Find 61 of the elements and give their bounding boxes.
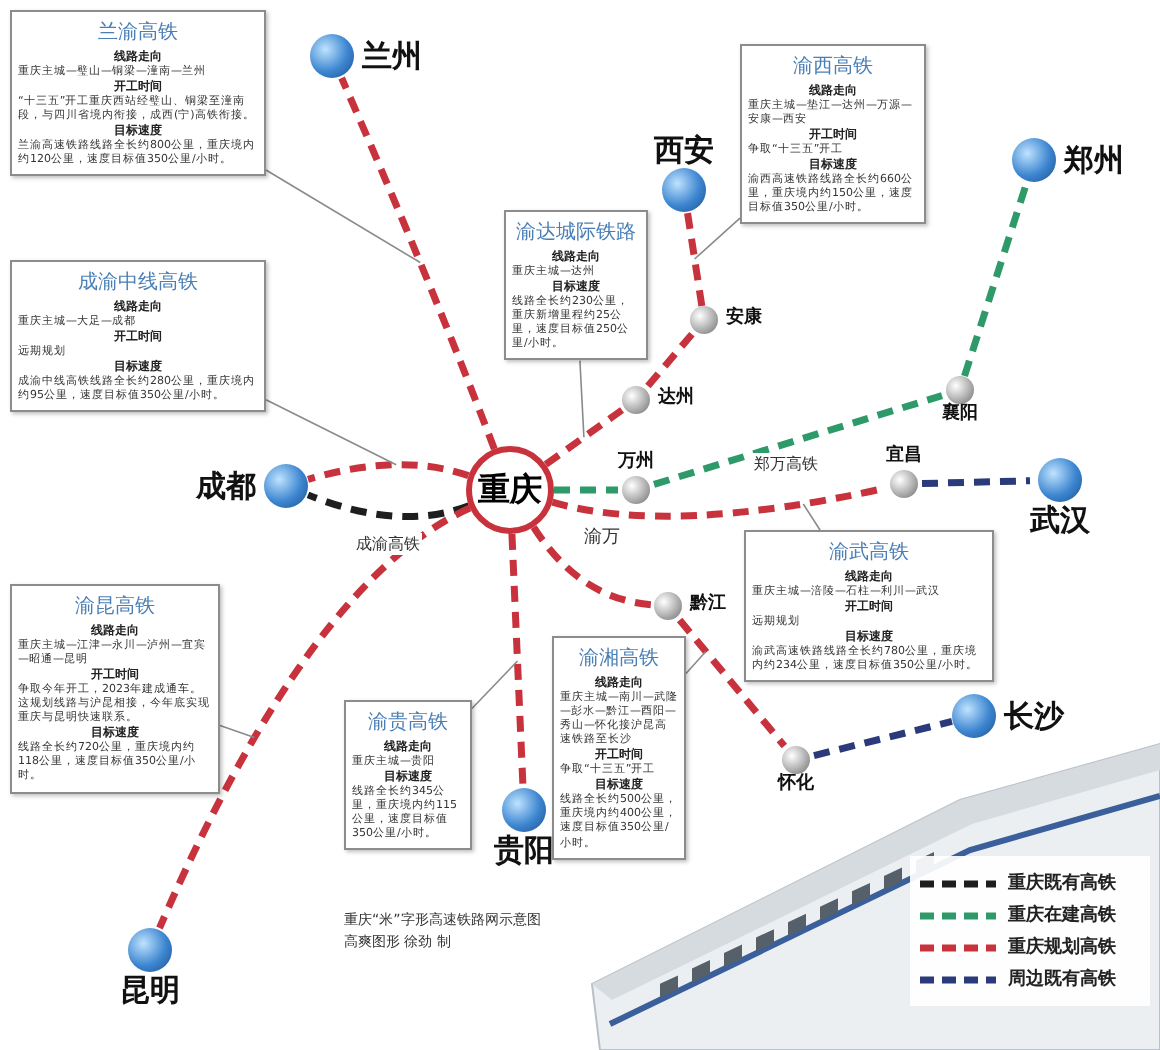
- railway-line: [543, 407, 625, 468]
- railway-line: [676, 617, 788, 749]
- box-title: 渝达城际铁路: [514, 219, 638, 246]
- legend-text: 周边既有高铁: [1008, 966, 1116, 992]
- city-name: 怀化: [778, 776, 814, 796]
- leader-line: [219, 724, 256, 739]
- city-name: 成都: [196, 469, 256, 503]
- info-box: [504, 210, 648, 361]
- edge-label: 成渝高铁: [353, 532, 422, 555]
- leader-line: [802, 503, 821, 531]
- railway-line: [813, 718, 953, 759]
- railway-line: [508, 533, 527, 789]
- box-title: 渝武高铁: [827, 539, 911, 566]
- city-name: 昆明: [120, 974, 180, 1007]
- edge-label: 郑万高铁: [752, 453, 820, 475]
- railway-line: [652, 392, 944, 488]
- leader-line: [265, 169, 421, 264]
- city-name: 宜昌: [886, 448, 922, 468]
- legend-text: 重庆规划高铁: [1008, 934, 1116, 960]
- leader-line: [579, 359, 585, 438]
- railway-line: [921, 477, 1031, 488]
- info-box: [10, 584, 220, 794]
- city-name: 贵阳: [494, 834, 554, 867]
- box-title: 渝西高铁: [791, 53, 875, 80]
- info-box: [10, 260, 266, 412]
- city-name: 达州: [658, 390, 694, 410]
- railway-line: [530, 525, 655, 609]
- legend-text: 重庆在建高铁: [1008, 902, 1116, 928]
- city-name: 兰州: [362, 39, 422, 73]
- leader-line: [265, 399, 397, 466]
- city-name: 长沙: [1004, 699, 1064, 733]
- city-name: 安康: [726, 310, 762, 330]
- city-name: 武汉: [1030, 504, 1090, 537]
- info-box: [744, 530, 994, 682]
- city-name: 万州: [618, 454, 654, 474]
- railway-line: [683, 211, 706, 307]
- railway-line: [306, 491, 470, 521]
- leader-line: [685, 650, 707, 675]
- city-name: 黔江: [690, 596, 726, 616]
- box-title: 兰渝高铁: [96, 19, 180, 46]
- railway-line: [645, 331, 695, 389]
- info-box: [740, 44, 926, 225]
- city-circle: 重庆: [466, 446, 554, 534]
- legend-text: 重庆既有高铁: [1008, 870, 1116, 896]
- info-box: [552, 636, 686, 860]
- leader-line: [693, 217, 741, 260]
- railway-line: [307, 461, 470, 483]
- railway-line: [156, 504, 472, 930]
- line-name: 渝万: [584, 525, 620, 550]
- leader-line: [471, 660, 519, 710]
- box-title: 渝贵高铁: [366, 709, 450, 736]
- city-name: 襄阳: [942, 406, 978, 426]
- railway-line: [338, 76, 498, 451]
- city-name: 西安: [654, 133, 714, 166]
- box-title: 渝湘高铁: [577, 645, 661, 672]
- info-box: [10, 10, 266, 177]
- info-box: [344, 700, 472, 851]
- box-title: 渝昆高铁: [73, 593, 157, 620]
- railway-line: [554, 486, 618, 494]
- box-title: 成渝中线高铁: [76, 269, 200, 296]
- city-name: 郑州: [1064, 143, 1124, 177]
